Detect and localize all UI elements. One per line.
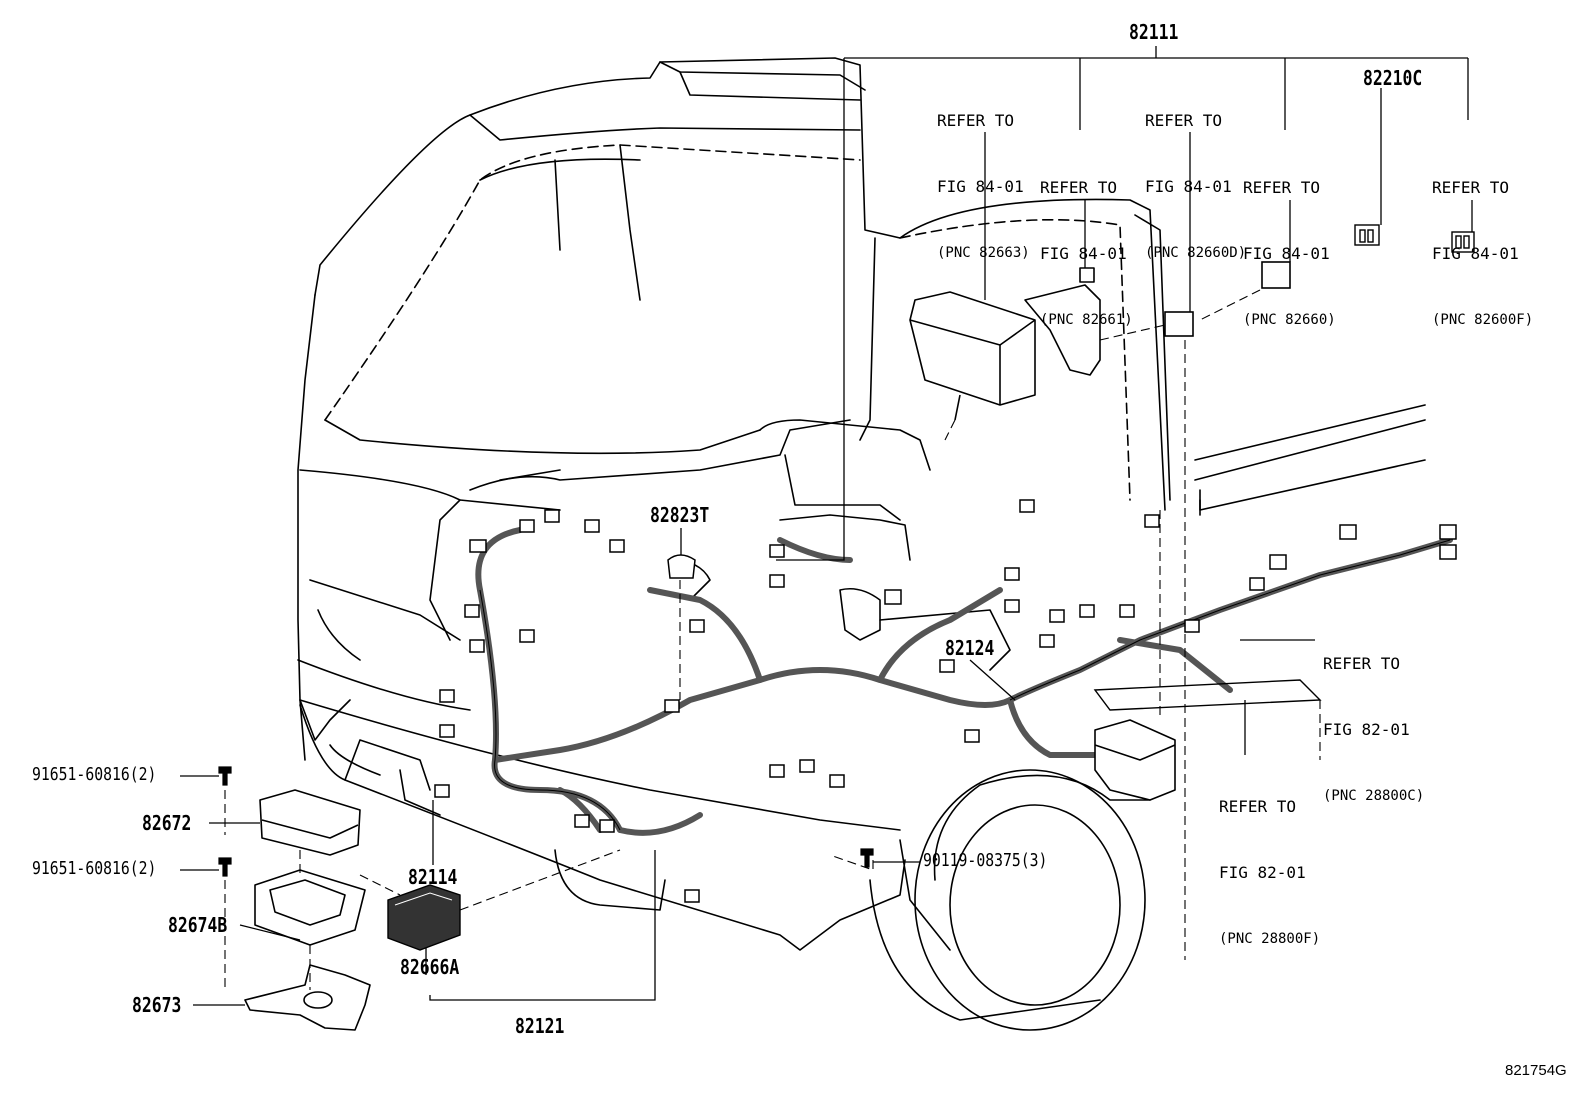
part-label-82114: 82114 [408, 865, 458, 889]
refer-line2: FIG 82-01 [1219, 863, 1306, 882]
part-label-82111: 82111 [1129, 20, 1179, 44]
refer-note-28800F: REFER TO FIG 82-01 (PNC 28800F) [1219, 752, 1320, 994]
part-label-82666A: 82666A [400, 955, 460, 979]
refer-pnc: (PNC 28800C) [1323, 788, 1425, 804]
refer-line2: FIG 82-01 [1323, 720, 1410, 739]
refer-pnc: (PNC 82660) [1243, 312, 1336, 328]
part-label-82674B: 82674B [168, 913, 228, 937]
part-label-82672: 82672 [142, 811, 192, 835]
part-label-91651-b: 91651-60816(2) [32, 858, 157, 879]
refer-pnc: (PNC 82661) [1040, 312, 1133, 328]
refer-line1: REFER TO [1432, 178, 1510, 197]
refer-note-28800C: REFER TO FIG 82-01 (PNC 28800C) [1323, 609, 1424, 851]
refer-line2: FIG 84-01 [1432, 244, 1519, 263]
refer-line2: FIG 84-01 [1040, 244, 1127, 263]
illustration-id: 821754G [1505, 1062, 1567, 1079]
refer-line2: FIG 84-01 [1243, 244, 1330, 263]
refer-line1: REFER TO [1040, 178, 1118, 197]
refer-line2: FIG 84-01 [937, 177, 1024, 196]
refer-line1: REFER TO [1219, 797, 1297, 816]
refer-line1: REFER TO [1243, 178, 1321, 197]
refer-note-82660: REFER TO FIG 84-01 (PNC 82660) [1243, 133, 1336, 375]
part-label-82121: 82121 [515, 1014, 565, 1038]
part-label-91651-a: 91651-60816(2) [32, 764, 157, 785]
part-label-82124: 82124 [945, 636, 995, 660]
refer-pnc: (PNC 82663) [937, 245, 1030, 261]
part-label-90119: 90119-08375(3) [923, 850, 1048, 871]
refer-note-82661: REFER TO FIG 84-01 (PNC 82661) [1040, 133, 1133, 375]
refer-pnc: (PNC 82600F) [1432, 312, 1534, 328]
refer-line2: FIG 84-01 [1145, 177, 1232, 196]
part-label-82210C: 82210C [1363, 66, 1423, 90]
refer-line1: REFER TO [1323, 654, 1401, 673]
refer-line1: REFER TO [937, 111, 1015, 130]
part-label-82823T: 82823T [650, 503, 710, 527]
refer-note-82663: REFER TO FIG 84-01 (PNC 82663) [937, 66, 1030, 308]
refer-line1: REFER TO [1145, 111, 1223, 130]
refer-pnc: (PNC 82660D) [1145, 245, 1247, 261]
refer-pnc: (PNC 28800F) [1219, 931, 1321, 947]
refer-note-82660D: REFER TO FIG 84-01 (PNC 82660D) [1145, 66, 1246, 308]
part-label-82673: 82673 [132, 993, 182, 1017]
refer-note-82600F: REFER TO FIG 84-01 (PNC 82600F) [1432, 133, 1533, 375]
